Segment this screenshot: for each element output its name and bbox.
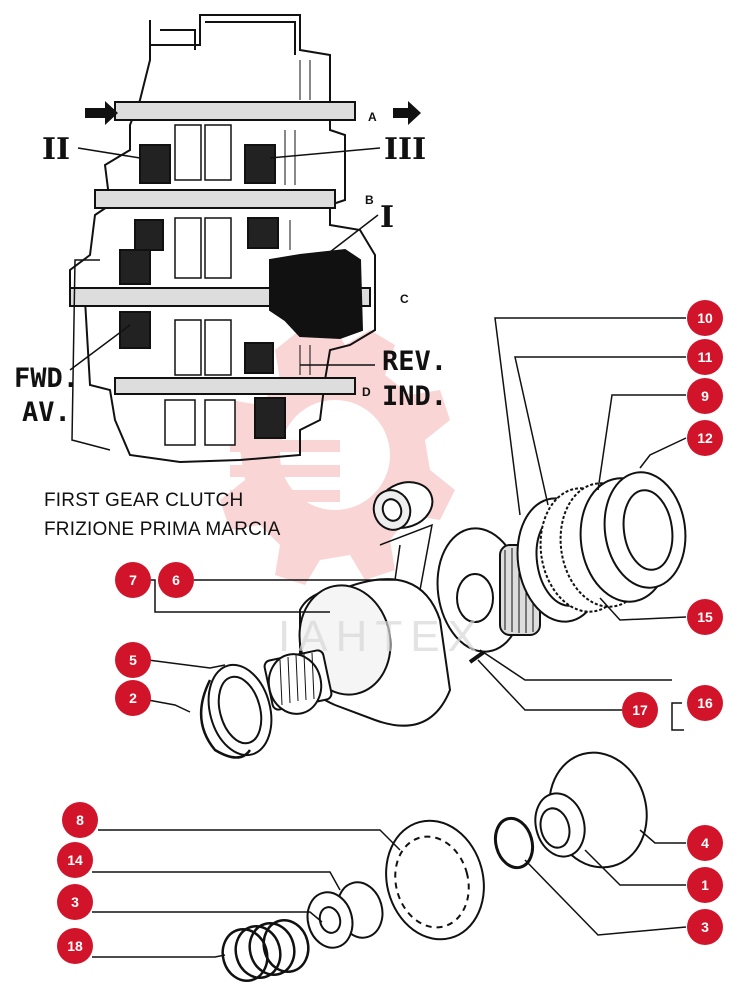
callout-7: 7 (115, 562, 151, 598)
callout-17: 17 (622, 692, 658, 728)
label-clutch-i: I (380, 200, 395, 235)
callout-3-left: 3 (57, 884, 93, 920)
callout-14: 14 (57, 842, 93, 878)
caption-line-italian: FRIZIONE PRIMA MARCIA (44, 519, 281, 540)
callout-15: 15 (687, 599, 723, 635)
callout-4: 4 (687, 825, 723, 861)
watermark-text: IAHTEX (278, 612, 485, 661)
part-pin (468, 650, 486, 664)
part-spring-retainer (385, 819, 485, 941)
leader-lines (92, 317, 687, 958)
label-shaft-c: C (400, 292, 409, 306)
label-forward: FWD. (14, 363, 80, 394)
callout-8: 8 (62, 802, 98, 838)
callout-2: 2 (115, 680, 151, 716)
callout-1: 1 (687, 867, 723, 903)
transmission-section-view (69, 14, 421, 464)
part-bearing (372, 481, 434, 531)
part-o-ring (493, 816, 535, 870)
callout-5: 5 (115, 642, 151, 678)
part-clutch-plates (516, 471, 687, 623)
callout-3-right: 3 (687, 909, 723, 945)
callout-18: 18 (57, 928, 93, 964)
part-washer (306, 881, 384, 949)
part-piston (534, 751, 648, 869)
callout-11: 11 (687, 339, 723, 375)
label-clutch-iii: III (384, 132, 427, 167)
part-ring (199, 663, 273, 759)
label-indietro: IND. (382, 381, 448, 412)
caption-line-english: FIRST GEAR CLUTCH (44, 490, 244, 511)
callout-12: 12 (687, 420, 723, 456)
label-shaft-b: B (365, 193, 374, 207)
label-shaft-d: D (362, 385, 371, 399)
callout-10: 10 (687, 300, 723, 336)
label-avanti: AV. (22, 397, 71, 428)
callout-16: 16 (687, 685, 723, 721)
label-reverse: REV. (382, 346, 448, 377)
callout-6: 6 (158, 562, 194, 598)
part-coil-spring (221, 918, 310, 983)
callout-9: 9 (687, 378, 723, 414)
label-shaft-a: A (368, 110, 377, 124)
label-clutch-ii: II (42, 132, 71, 167)
